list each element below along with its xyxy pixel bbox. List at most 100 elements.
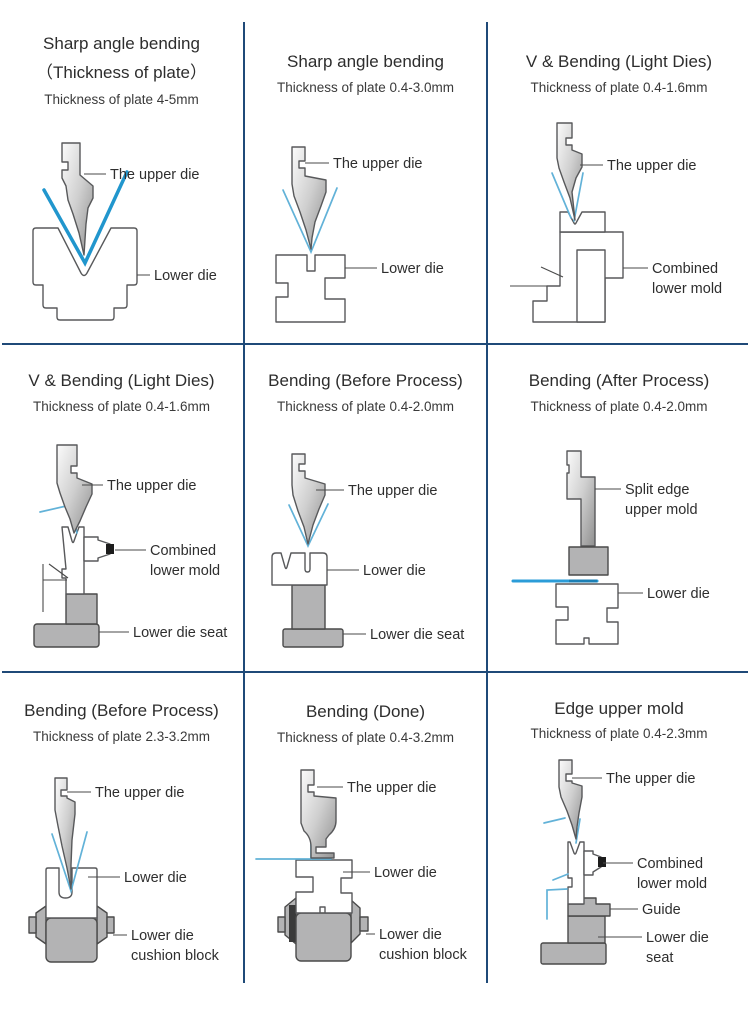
label-lower-die: Lower die xyxy=(154,268,217,284)
label-upper-die: The upper die xyxy=(347,780,436,796)
label-lower-die: Lower die xyxy=(381,261,444,277)
combined-lower-mold-shape xyxy=(61,526,85,595)
label-combined-line2: lower mold xyxy=(637,876,707,892)
diagram-bending-after-process: Split edge upper mold Lower die xyxy=(511,450,710,645)
upper-die-shape xyxy=(558,759,583,840)
label-lower-die: Lower die xyxy=(647,586,710,602)
diagram-bending-done: The upper die Lower die Lower die cushio… xyxy=(255,769,468,963)
panel-title: Bending (After Process) xyxy=(528,371,710,390)
mold-insert-shape xyxy=(576,249,606,323)
lower-die-shape xyxy=(45,867,98,919)
label-cushion-line2: cushion block xyxy=(379,947,468,963)
label-lower-die: Lower die xyxy=(124,870,187,886)
lower-die-shape xyxy=(271,552,328,586)
panel-bending-done: Bending (Done) Thickness of plate 0.4-3.… xyxy=(245,673,486,1022)
panel-v-bending-light-dies-a: V & Bending (Light Dies) Thickness of pl… xyxy=(488,0,750,343)
diagram-v-bending-light-dies-a: The upper die Combined lower mold xyxy=(510,122,722,323)
panel-title: V & Bending (Light Dies) xyxy=(525,52,713,71)
lower-die-seat-shape xyxy=(33,623,100,648)
panel-subtitle: Thickness of plate 4-5mm xyxy=(44,92,199,107)
label-combined-line1: Combined xyxy=(637,856,703,872)
panel-subtitle: Thickness of plate 0.4-3.2mm xyxy=(276,730,455,745)
label-seat-line2: seat xyxy=(646,950,673,966)
plate-v-line xyxy=(288,503,329,548)
diagram-sharp-angle-bending: The upper die Lower die xyxy=(275,146,444,323)
label-upper-die: The upper die xyxy=(95,785,184,801)
vertical-divider-1 xyxy=(243,22,245,983)
diagram-v-bending-light-dies-b: The upper die Combined lower mold Lower … xyxy=(33,444,227,648)
combined-lower-mold-shape xyxy=(567,841,585,905)
panel-bending-after-process: Bending (After Process) Thickness of pla… xyxy=(488,345,750,671)
upper-die-shape xyxy=(56,444,93,534)
label-upper-die: The upper die xyxy=(607,158,696,174)
horizontal-divider-2 xyxy=(2,671,748,673)
panel-title: Bending (Before Process) xyxy=(24,701,219,720)
label-split-edge-line1: Split edge xyxy=(625,482,690,498)
lower-die-shape xyxy=(555,583,619,645)
diagram-edge-upper-mold: The upper die Combined lower mold Guide … xyxy=(540,759,709,966)
horizontal-divider-1 xyxy=(2,343,748,345)
lower-die-seat-base-shape xyxy=(282,628,344,648)
lower-die-shape xyxy=(32,227,138,321)
upper-die-shape xyxy=(556,122,583,221)
cushion-right-tab xyxy=(359,916,369,932)
label-lower-die: Lower die xyxy=(374,865,437,881)
cushion-left-tab xyxy=(28,916,37,934)
upper-die-shape xyxy=(54,777,76,890)
panel-subtitle: Thickness of plate 0.4-1.6mm xyxy=(530,80,708,95)
vertical-divider-2 xyxy=(486,22,488,983)
panel-sharp-angle-bending-thick: Sharp angle bending （Thickness of plate）… xyxy=(0,0,243,343)
label-combined-line1: Combined xyxy=(150,543,216,559)
label-upper-die: The upper die xyxy=(333,156,422,172)
panel-subtitle: Thickness of plate 0.4-2.0mm xyxy=(276,399,455,414)
bent-plate-line xyxy=(546,888,568,920)
seat-column-shape xyxy=(567,915,606,944)
diagram-bending-before-process-thin: The upper die Lower die Lower die seat xyxy=(271,453,464,648)
label-cushion-line1: Lower die xyxy=(379,927,442,943)
panel-title: Sharp angle bending xyxy=(43,34,200,53)
cushion-right-tab xyxy=(106,916,115,934)
split-edge-upper-mold-shape xyxy=(566,450,596,547)
upper-mold-foot-shape xyxy=(568,546,609,576)
label-lower-die-seat: Lower die seat xyxy=(370,627,464,643)
panel-v-bending-light-dies-b: V & Bending (Light Dies) Thickness of pl… xyxy=(0,345,243,671)
cushion-shadow xyxy=(289,905,296,942)
mold-stem-shape xyxy=(65,593,98,625)
plate-v-line xyxy=(282,187,338,255)
panel-bending-before-process-thin: Bending (Before Process) Thickness of pl… xyxy=(245,345,486,671)
panel-title: Edge upper mold xyxy=(554,699,684,718)
upper-die-shape xyxy=(291,453,326,545)
lower-die-shape xyxy=(295,859,353,914)
diagram-sharp-angle-bending-thick: The upper die Lower die xyxy=(32,142,217,321)
cushion-left-tab xyxy=(277,916,286,933)
diagram-bending-before-process-thick: The upper die Lower die Lower die cushio… xyxy=(28,777,220,964)
label-upper-die: The upper die xyxy=(606,771,695,787)
panel-subtitle: Thickness of plate 2.3-3.2mm xyxy=(32,729,211,744)
label-combined-line2: lower mold xyxy=(652,281,722,297)
label-split-edge-line2: upper mold xyxy=(625,502,698,518)
panel-subtitle: Thickness of plate 0.4-3.0mm xyxy=(276,80,455,95)
panel-title: Bending (Done) xyxy=(305,702,426,721)
cushion-block-shape xyxy=(295,912,352,962)
plate-v-line xyxy=(51,831,88,894)
knob-tip xyxy=(106,544,114,554)
panel-subtitle: Thickness of plate 0.4-2.0mm xyxy=(530,399,708,414)
panel-title-line2: （Thickness of plate） xyxy=(35,63,207,82)
panel-subtitle: Thickness of plate 0.4-2.3mm xyxy=(530,726,708,741)
cushion-left-lug-shape xyxy=(35,905,47,945)
label-combined-line2: lower mold xyxy=(150,563,220,579)
lower-die-shape xyxy=(275,254,346,323)
label-seat-line1: Lower die xyxy=(646,930,709,946)
upper-die-shape xyxy=(61,142,94,256)
panel-edge-upper-mold: Edge upper mold Thickness of plate 0.4-2… xyxy=(488,673,750,1022)
label-cushion-line2: cushion block xyxy=(131,948,220,964)
upper-die-shape xyxy=(291,146,327,250)
panel-title: Sharp angle bending xyxy=(287,52,444,71)
cushion-right-lug-shape xyxy=(96,905,108,945)
label-upper-die: The upper die xyxy=(348,483,437,499)
panel-sharp-angle-bending: Sharp angle bending Thickness of plate 0… xyxy=(245,0,486,343)
cushion-block-shape xyxy=(45,917,98,963)
label-lower-die: Lower die xyxy=(363,563,426,579)
label-cushion-line1: Lower die xyxy=(131,928,194,944)
label-guide: Guide xyxy=(642,902,681,918)
